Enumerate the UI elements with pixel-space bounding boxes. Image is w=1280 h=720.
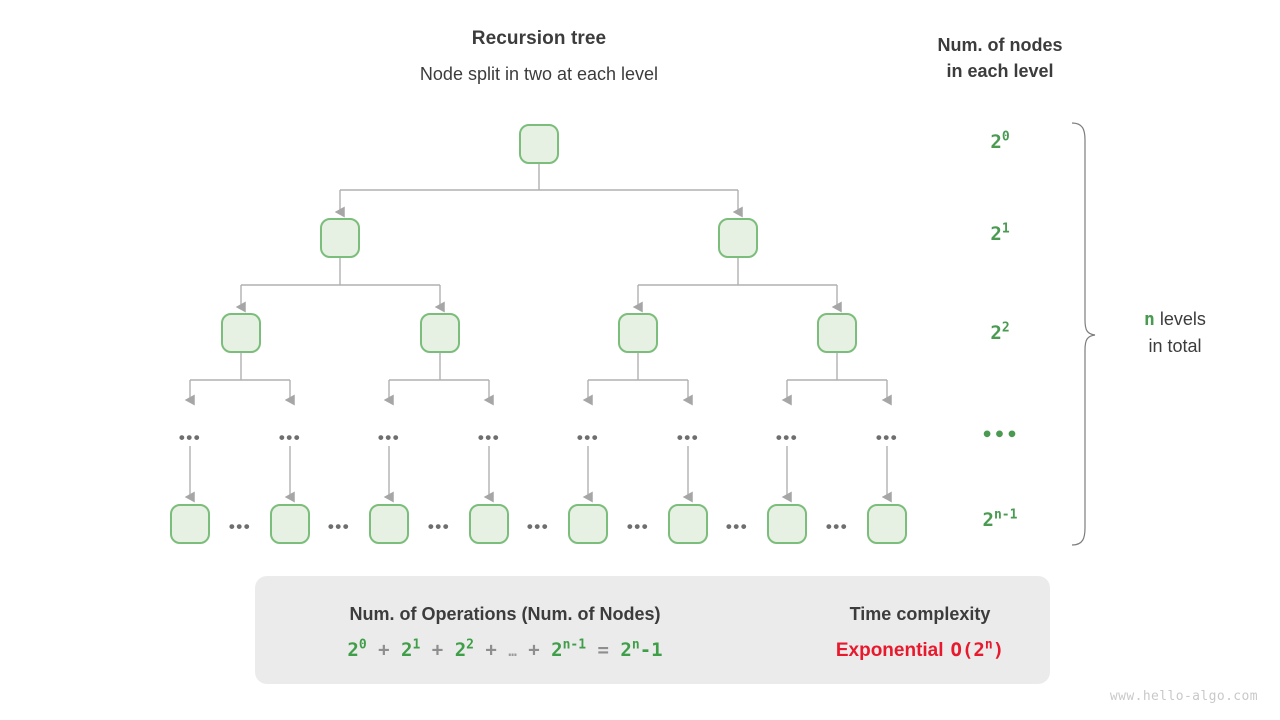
- operations-formula: 20 + 21 + 22 + … + 2n-1 = 2n-1: [275, 639, 735, 661]
- tree-ellipsis: •••: [576, 428, 600, 447]
- levels-brace: [1071, 122, 1096, 546]
- level-count-ellipsis: •••: [981, 424, 1019, 446]
- tree-nodes: [170, 124, 907, 544]
- complexity-big-o: O(2n): [950, 637, 1005, 661]
- formula-term-1: 21: [401, 637, 421, 661]
- formula-result: 2n-1: [620, 637, 663, 661]
- tree-node: [519, 124, 559, 164]
- levels-note-line2: in total: [1148, 336, 1202, 356]
- tree-ellipsis-between: •••: [327, 517, 351, 536]
- formula-term-2: 22: [454, 637, 474, 661]
- tree-ellipsis-between: •••: [626, 517, 650, 536]
- tree-node: [568, 504, 608, 544]
- operations-title: Num. of Operations (Num. of Nodes): [349, 604, 661, 624]
- tree-node: [767, 504, 807, 544]
- formula-equals: =: [597, 639, 609, 661]
- tree-node: [270, 504, 310, 544]
- tree-ellipsis-between: •••: [725, 517, 749, 536]
- watermark: www.hello-algo.com: [1109, 689, 1258, 704]
- tree-ellipsis-between: •••: [427, 517, 451, 536]
- level-count-2: 22: [990, 320, 1010, 344]
- tree-node: [618, 313, 658, 353]
- levels-note-line1: levels: [1159, 309, 1206, 329]
- tree-node: [469, 504, 509, 544]
- tree-ellipsis: •••: [775, 428, 799, 447]
- tree-ellipsis: •••: [278, 428, 302, 447]
- formula-plus: +: [485, 639, 497, 661]
- tree-node: [170, 504, 210, 544]
- summary-panel: [255, 576, 1050, 684]
- tree-ellipsis: •••: [875, 428, 899, 447]
- tree-node: [867, 504, 907, 544]
- levels-total-note: n levels in total: [1100, 306, 1250, 360]
- tree-node: [817, 313, 857, 353]
- tree-ellipsis: •••: [676, 428, 700, 447]
- tree-node: [718, 218, 758, 258]
- complexity-word: Exponential: [835, 640, 944, 661]
- tree-ellipsis-between: •••: [228, 517, 252, 536]
- formula-ellipsis: …: [508, 644, 517, 660]
- tree-ellipsis-between: •••: [526, 517, 550, 536]
- tree-node: [369, 504, 409, 544]
- tree-ellipsis-between: •••: [825, 517, 849, 536]
- tree-ellipsis: •••: [178, 428, 202, 447]
- tree-node: [221, 313, 261, 353]
- formula-term-0: 20: [347, 637, 367, 661]
- tree-connectors: [184, 163, 892, 503]
- level-count-1: 21: [990, 221, 1010, 245]
- nodes-column-title-line1: Num. of nodes: [937, 35, 1063, 55]
- time-complexity-title: Time complexity: [849, 604, 991, 624]
- formula-plus: +: [528, 639, 540, 661]
- formula-plus: +: [431, 639, 444, 661]
- tree-node: [668, 504, 708, 544]
- tree-ellipsis: •••: [477, 428, 501, 447]
- time-complexity-value: Exponential O(2n): [790, 639, 1050, 662]
- page-subtitle: Node split in two at each level: [419, 64, 659, 84]
- formula-term-last: 2n-1: [551, 637, 587, 661]
- tree-node: [320, 218, 360, 258]
- formula-plus: +: [378, 639, 390, 661]
- levels-variable: n: [1144, 309, 1155, 330]
- level-count-0: 20: [990, 129, 1010, 153]
- tree-ellipsis: •••: [377, 428, 401, 447]
- tree-node: [420, 313, 460, 353]
- nodes-column-title-line2: in each level: [946, 61, 1054, 81]
- level-count-last: 2n-1: [982, 507, 1018, 531]
- page-title: Recursion tree: [471, 28, 607, 49]
- nodes-column-title: Num. of nodes in each level: [900, 32, 1100, 84]
